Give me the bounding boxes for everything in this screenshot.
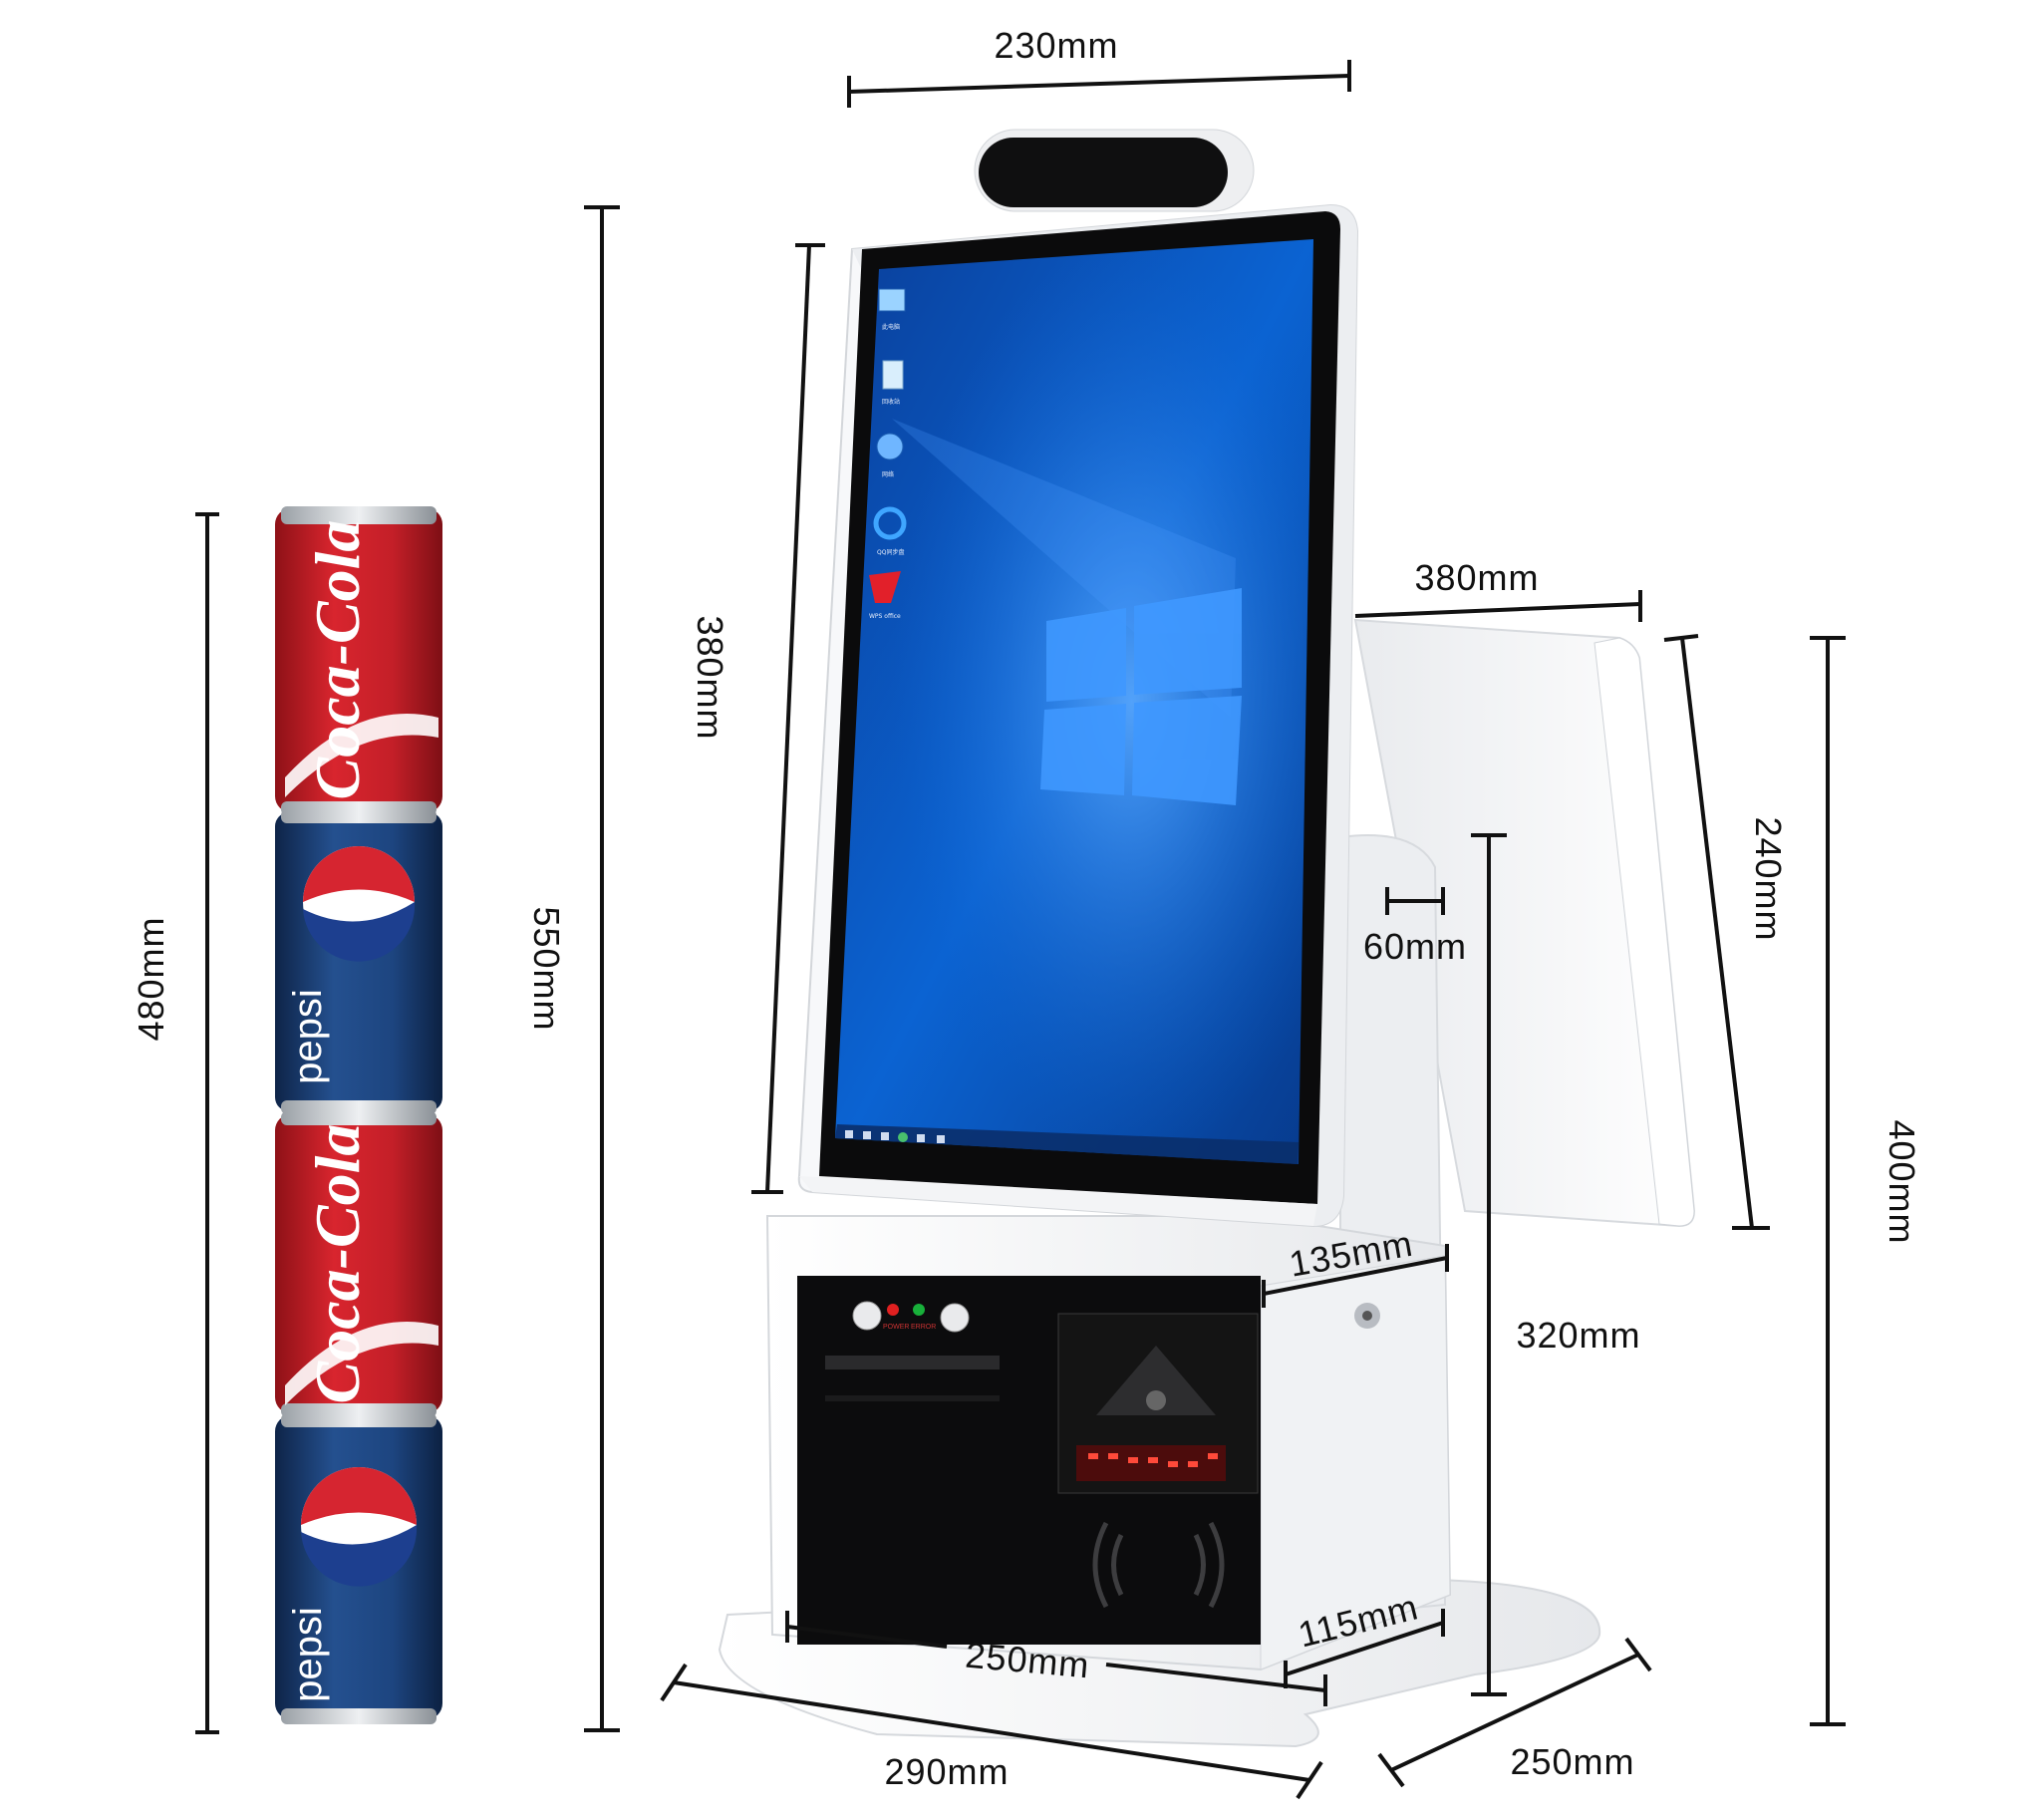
svg-text:QQ同步盘: QQ同步盘: [877, 548, 904, 556]
windows-logo-icon: [1040, 588, 1242, 805]
power-label: POWER: [883, 1324, 909, 1331]
dim-label-60: 60mm: [1363, 926, 1467, 967]
dim-label-320: 320mm: [1516, 1315, 1640, 1356]
dim-label-550: 550mm: [526, 906, 567, 1031]
computer-icon[interactable]: [878, 288, 906, 312]
dim-label-380-vertical: 380mm: [690, 615, 730, 740]
dim-label-250-base: 250mm: [1510, 1741, 1634, 1782]
pepsi-globe-icon: [303, 846, 416, 962]
kiosk: POWER ERROR: [718, 129, 1696, 1748]
dim-rear-height: 240mm: [1663, 634, 1789, 1230]
desktop-icons: 此电脑 回收站 网络 QQ同步盘 WPS office: [869, 288, 907, 620]
pepsi-logo-text: pepsi: [286, 1607, 330, 1702]
dim-base-depth: 250mm: [1377, 1637, 1652, 1788]
svg-text:此电脑: 此电脑: [882, 323, 900, 331]
svg-text:WPS office: WPS office: [869, 613, 901, 620]
rear-customer-display: [1353, 618, 1696, 1228]
network-icon[interactable]: [876, 433, 904, 460]
dim-stand-width: 60mm: [1363, 887, 1467, 967]
coca-cola-can: Coca-Cola: [275, 1111, 442, 1417]
taskbar: [835, 1124, 1299, 1164]
scanner-red-leds: [1076, 1445, 1226, 1481]
pepsi-can: pepsi: [275, 809, 442, 1114]
coca-cola-logo: Coca-Cola: [302, 1124, 373, 1404]
receipt-printer-slot: [825, 1356, 1000, 1369]
taskbar-icons: [845, 1130, 945, 1143]
dim-rear-width: 380mm: [1354, 557, 1642, 622]
svg-text:回收站: 回收站: [882, 398, 900, 406]
dim-label-400: 400mm: [1882, 1119, 1922, 1244]
cut-button[interactable]: [940, 1303, 970, 1333]
lock-icon: [1354, 1303, 1380, 1329]
pepsi-can: pepsi: [275, 1413, 442, 1724]
lower-cabinet: POWER ERROR: [765, 1215, 1452, 1671]
dimension-annotations: 230mm 380mm 550mm 480mm 380mm: [131, 25, 1922, 1800]
coca-cola-logo: Coca-Cola: [302, 520, 373, 800]
power-led: [887, 1304, 899, 1316]
dim-camera-width: 230mm: [847, 25, 1351, 108]
camera-bar: [974, 129, 1255, 212]
pepsi-logo-text: pepsi: [286, 989, 330, 1084]
main-touch-display: 此电脑 回收站 网络 QQ同步盘 WPS office: [797, 203, 1359, 1228]
dim-label-480: 480mm: [131, 916, 171, 1041]
recycle-bin-icon[interactable]: [882, 360, 904, 390]
dim-label-230: 230mm: [994, 25, 1118, 66]
dim-label-240: 240mm: [1748, 816, 1789, 941]
error-label: ERROR: [911, 1324, 936, 1331]
dim-rear-total-height: 400mm: [1810, 636, 1922, 1726]
svg-text:网络: 网络: [882, 470, 894, 478]
can-stack: Coca-Cola pepsi Coca-Cola: [275, 506, 442, 1724]
coca-cola-can: Coca-Cola: [275, 506, 442, 815]
pepsi-globe-icon: [301, 1467, 418, 1587]
cloud-app-icon[interactable]: [873, 506, 907, 540]
dim-label-380-horizontal: 380mm: [1414, 557, 1539, 598]
dim-stand-height: 320mm: [1471, 833, 1640, 1696]
error-led: [913, 1304, 925, 1316]
dim-cans-height: 480mm: [131, 512, 219, 1734]
dim-base-width: 290mm: [660, 1663, 1323, 1800]
dim-total-height: 550mm: [526, 205, 620, 1732]
dim-label-290: 290mm: [884, 1751, 1009, 1792]
nfc-contactless-icon: [1092, 1521, 1225, 1609]
wps-office-icon[interactable]: [869, 571, 901, 603]
feed-button[interactable]: [852, 1301, 882, 1331]
dim-screen-height: 380mm: [690, 243, 825, 1194]
